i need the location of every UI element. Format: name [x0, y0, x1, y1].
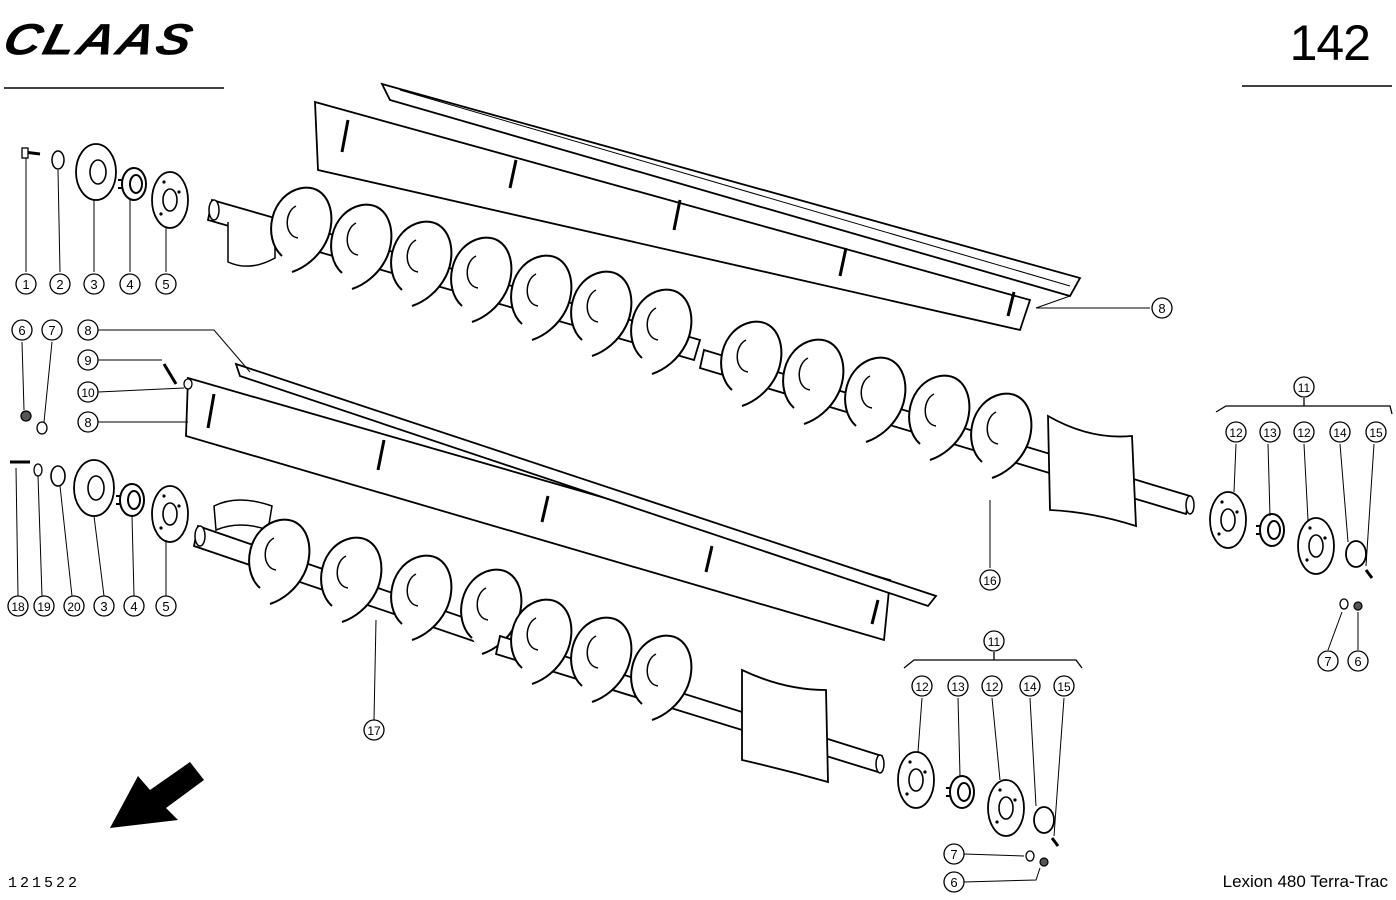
auger-upper: [206, 186, 1195, 528]
machine-model: Lexion 480 Terra-Trac: [1222, 872, 1388, 891]
svg-text:11: 11: [988, 635, 1001, 649]
callout-20: 20: [63, 595, 85, 617]
svg-text:11: 11: [1298, 381, 1311, 395]
callout-2: 2: [49, 273, 71, 295]
leader-lines: [15, 158, 1375, 883]
callouts: 1 2 3 4 5 6 7 8 9 10 8 18 19 20 3 4 5 8 …: [7, 273, 1387, 893]
svg-text:12: 12: [985, 680, 999, 694]
auger-lower: [192, 499, 885, 784]
callout-19: 19: [33, 595, 55, 617]
callout-12-b: 12: [1293, 421, 1315, 443]
trough-cover-lower: [185, 362, 938, 642]
drawing-number: 121522: [8, 875, 81, 892]
svg-text:15: 15: [1057, 680, 1071, 694]
page-number: 142: [1289, 15, 1371, 71]
callout-9: 9: [77, 349, 99, 371]
callout-16: 16: [979, 569, 1001, 591]
svg-text:5: 5: [162, 277, 169, 292]
callout-7-c: 7: [943, 843, 965, 865]
trough-cover-upper: [314, 82, 1082, 332]
svg-text:8: 8: [84, 323, 91, 338]
callout-12-d: 12: [981, 675, 1003, 697]
callout-13-a: 13: [1259, 421, 1281, 443]
left-lower-hardware: [10, 363, 193, 543]
callout-17: 17: [363, 719, 385, 741]
svg-text:5: 5: [162, 599, 169, 614]
callout-1: 1: [15, 273, 37, 295]
svg-text:10: 10: [81, 386, 95, 400]
svg-text:18: 18: [11, 600, 25, 614]
svg-text:15: 15: [1369, 426, 1383, 440]
svg-text:1: 1: [22, 277, 29, 292]
svg-text:3: 3: [100, 599, 107, 614]
svg-text:6: 6: [950, 875, 957, 890]
svg-text:19: 19: [37, 600, 51, 614]
svg-text:17: 17: [367, 724, 381, 738]
left-upper-hardware: [21, 143, 189, 229]
callout-3: 3: [83, 273, 105, 295]
callout-11-a: 11: [1293, 376, 1315, 398]
callout-8-b: 8: [77, 411, 99, 433]
callout-12-a: 12: [1225, 421, 1247, 443]
svg-text:14: 14: [1023, 680, 1037, 694]
group-bracket-11-lower: [903, 652, 1083, 669]
callout-10: 10: [77, 381, 99, 403]
callout-7-b: 7: [1317, 650, 1339, 672]
callout-14-a: 14: [1329, 421, 1351, 443]
callout-5: 5: [155, 273, 177, 295]
callout-5-b: 5: [155, 595, 177, 617]
right-bearing-set-lower: [897, 751, 1060, 867]
svg-text:9: 9: [84, 353, 91, 368]
svg-text:8: 8: [1158, 301, 1165, 316]
callout-6: 6: [11, 319, 33, 341]
direction-arrow-icon: [110, 762, 204, 828]
callout-15-b: 15: [1053, 675, 1075, 697]
callout-4: 4: [119, 273, 141, 295]
svg-text:12: 12: [1229, 426, 1243, 440]
callout-15-a: 15: [1365, 421, 1387, 443]
callout-8-c: 8: [1151, 297, 1173, 319]
callout-12-c: 12: [911, 675, 933, 697]
svg-text:8: 8: [84, 415, 91, 430]
group-bracket-11-upper: [1215, 398, 1393, 415]
svg-text:20: 20: [67, 600, 81, 614]
svg-text:13: 13: [1263, 426, 1277, 440]
svg-text:14: 14: [1333, 426, 1347, 440]
callout-4-b: 4: [123, 595, 145, 617]
callout-18: 18: [7, 595, 29, 617]
svg-text:3: 3: [90, 277, 97, 292]
svg-text:12: 12: [915, 680, 929, 694]
callout-11-b: 11: [983, 630, 1005, 652]
callout-3-b: 3: [93, 595, 115, 617]
svg-text:2: 2: [56, 277, 63, 292]
right-bearing-set-upper: [1209, 491, 1374, 611]
callout-8-a: 8: [77, 319, 99, 341]
svg-text:4: 4: [130, 599, 137, 614]
svg-text:6: 6: [1354, 654, 1361, 669]
svg-text:16: 16: [983, 574, 997, 588]
svg-text:6: 6: [18, 323, 25, 338]
callout-6-c: 6: [943, 871, 965, 893]
svg-text:4: 4: [126, 277, 133, 292]
callout-14-b: 14: [1019, 675, 1041, 697]
svg-text:7: 7: [48, 323, 55, 338]
callout-7: 7: [41, 319, 63, 341]
svg-text:7: 7: [950, 847, 957, 862]
svg-text:13: 13: [951, 680, 965, 694]
svg-text:7: 7: [1324, 654, 1331, 669]
svg-text:12: 12: [1297, 426, 1311, 440]
callout-13-b: 13: [947, 675, 969, 697]
callout-6-b: 6: [1347, 650, 1369, 672]
